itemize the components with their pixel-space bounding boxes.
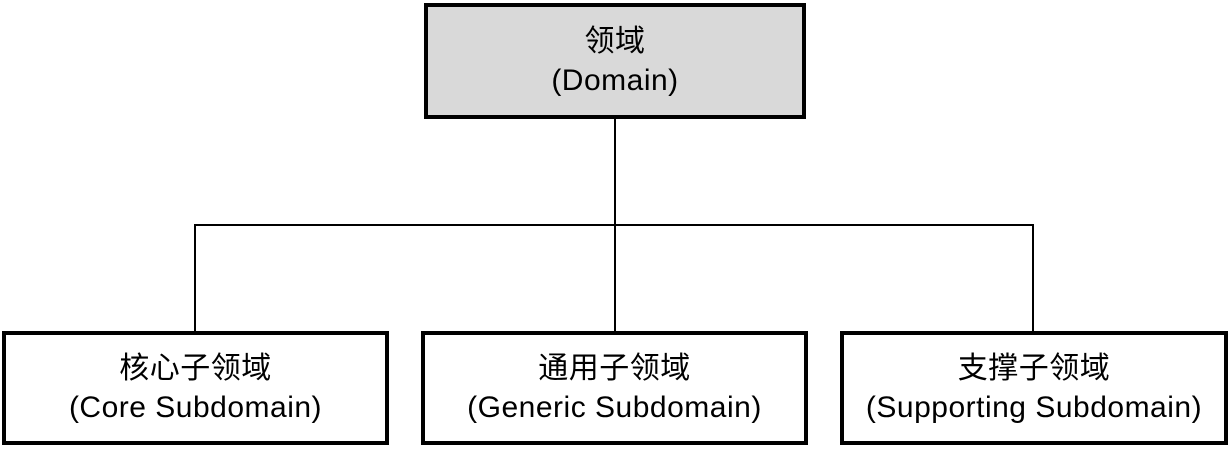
node-domain-label-zh: 领域 [584, 25, 646, 58]
node-domain-label-en: (Domain) [551, 64, 679, 97]
node-supporting-subdomain-label-en: (Supporting Subdomain) [865, 391, 1203, 424]
node-supporting-subdomain-label-zh: 支撑子领域 [957, 352, 1111, 385]
node-core-subdomain-label-zh: 核心子领域 [119, 352, 272, 385]
node-core-subdomain-label-en: (Core Subdomain) [68, 391, 323, 424]
node-generic-subdomain-label-zh: 通用子领域 [538, 352, 691, 385]
node-supporting-subdomain: 支撑子领域 (Supporting Subdomain) [840, 331, 1228, 445]
connector-horizontal [194, 224, 1034, 226]
node-generic-subdomain: 通用子领域 (Generic Subdomain) [421, 331, 808, 445]
node-domain: 领域 (Domain) [424, 3, 806, 119]
connector-right-vertical [1032, 225, 1034, 331]
node-core-subdomain: 核心子领域 (Core Subdomain) [2, 331, 389, 445]
connector-left-vertical [194, 225, 196, 331]
node-generic-subdomain-label-en: (Generic Subdomain) [467, 391, 762, 424]
